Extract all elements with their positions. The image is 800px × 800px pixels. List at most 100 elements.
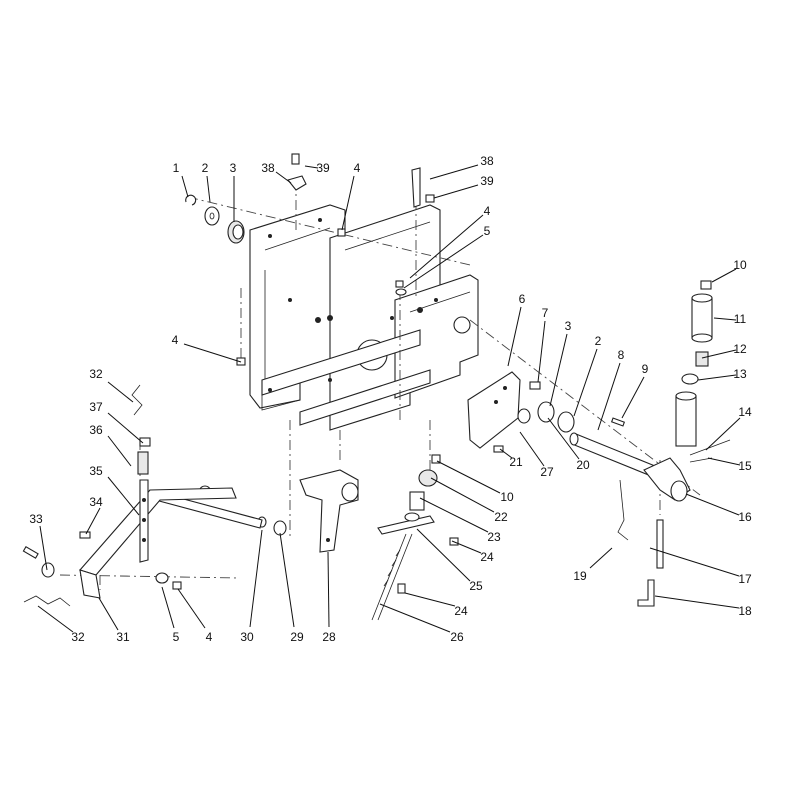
leader-line — [701, 349, 737, 359]
clip-upper-left — [287, 175, 307, 191]
mounting-bracket — [467, 371, 521, 449]
leader-line — [697, 374, 737, 381]
washer-3 — [537, 401, 555, 423]
leader-line — [279, 532, 295, 628]
frame-plate-right — [394, 274, 479, 399]
spring-32-lower — [23, 595, 71, 607]
bolt-24b — [397, 583, 406, 594]
washer-33 — [41, 562, 55, 578]
leader-line — [711, 268, 737, 283]
spring-32-upper — [131, 384, 143, 416]
callout-number: 4 — [354, 161, 361, 175]
callout-number: 24 — [454, 604, 468, 618]
knob-assembly — [675, 280, 713, 447]
leader-line — [547, 417, 580, 460]
callout-number: 2 — [202, 161, 209, 175]
leader-line — [597, 362, 621, 431]
l-rod-18 — [637, 579, 655, 607]
leader-line — [429, 164, 479, 180]
callout-number: 7 — [542, 306, 549, 320]
callout-number: 14 — [738, 405, 752, 419]
leader-line — [249, 529, 263, 628]
callout-number: 5 — [484, 224, 491, 238]
leader-line — [107, 412, 144, 444]
callout-number: 30 — [240, 630, 254, 644]
leader-line — [705, 417, 741, 451]
leader-line — [181, 175, 189, 198]
nut-4d — [172, 581, 182, 590]
spring-rod-26 — [371, 533, 407, 621]
callout-number: 10 — [500, 490, 514, 504]
callout-number: 4 — [206, 630, 213, 644]
bushing-29 — [273, 520, 287, 536]
callout-number: 16 — [738, 510, 752, 524]
callout-number: 13 — [733, 367, 747, 381]
callout-number: 10 — [733, 258, 747, 272]
washer-upper — [204, 206, 220, 226]
callout-number: 15 — [738, 459, 752, 473]
lower-right-rods — [617, 479, 664, 607]
callout-number: 22 — [494, 510, 508, 524]
leader-line — [206, 175, 211, 203]
ferrule-36 — [137, 451, 149, 475]
callout-number: 38 — [480, 154, 494, 168]
leader-line — [341, 175, 355, 231]
washer-upper-right — [395, 288, 407, 296]
upper-left-hardware — [185, 194, 246, 366]
key-pin-9 — [610, 417, 626, 427]
leader-line — [654, 595, 740, 609]
nut-upper-right — [395, 280, 404, 288]
callout-number: 3 — [230, 161, 237, 175]
leader-line — [713, 317, 737, 321]
callout-number: 19 — [573, 569, 587, 583]
callout-number: 6 — [519, 292, 526, 306]
leader-line — [537, 320, 546, 383]
callout-number: 4 — [484, 204, 491, 218]
callout-number: 11 — [734, 312, 747, 326]
lever-arm-31 — [79, 487, 237, 576]
callout-number: 20 — [576, 458, 590, 472]
leader-line — [85, 507, 101, 535]
callout-number: 24 — [480, 550, 494, 564]
leader-line — [549, 333, 568, 407]
callout-number: 31 — [116, 630, 130, 644]
washer-2 — [557, 411, 575, 433]
leader-line — [621, 376, 645, 419]
leader-line — [183, 343, 242, 363]
leader-line — [419, 497, 489, 533]
callout-number: 4 — [172, 333, 179, 347]
callout-number: 9 — [642, 362, 649, 376]
leader-line — [107, 435, 132, 467]
callout-number: 17 — [738, 572, 752, 586]
clip-hardware — [287, 153, 435, 296]
clip-upper-right — [411, 167, 421, 208]
callout-number: 33 — [29, 512, 43, 526]
callout-number: 32 — [71, 630, 85, 644]
leader-line — [573, 348, 598, 417]
leader-line — [409, 214, 484, 279]
callout-number: 28 — [322, 630, 336, 644]
callout-number: 25 — [469, 579, 483, 593]
leader-line — [416, 528, 471, 582]
callout-number: 36 — [89, 423, 103, 437]
grip-knob — [691, 297, 713, 339]
callout-number: 38 — [261, 161, 275, 175]
callout-number: 18 — [738, 604, 752, 618]
angle-bracket-lower — [299, 369, 431, 426]
left-lever-assembly — [22, 384, 263, 607]
shift-bracket-assembly — [467, 371, 731, 502]
callout-number: 34 — [89, 495, 103, 509]
callout-number: 21 — [509, 455, 523, 469]
leader-line — [177, 588, 206, 629]
screw-upper-left — [291, 153, 300, 165]
nut-upper-mid — [337, 228, 346, 237]
leader-line — [436, 460, 501, 494]
leader-line — [499, 448, 513, 459]
knob-22 — [418, 469, 438, 487]
spring-19 — [617, 479, 629, 541]
callout-number: 32 — [89, 367, 103, 381]
callout-number: 23 — [487, 530, 501, 544]
